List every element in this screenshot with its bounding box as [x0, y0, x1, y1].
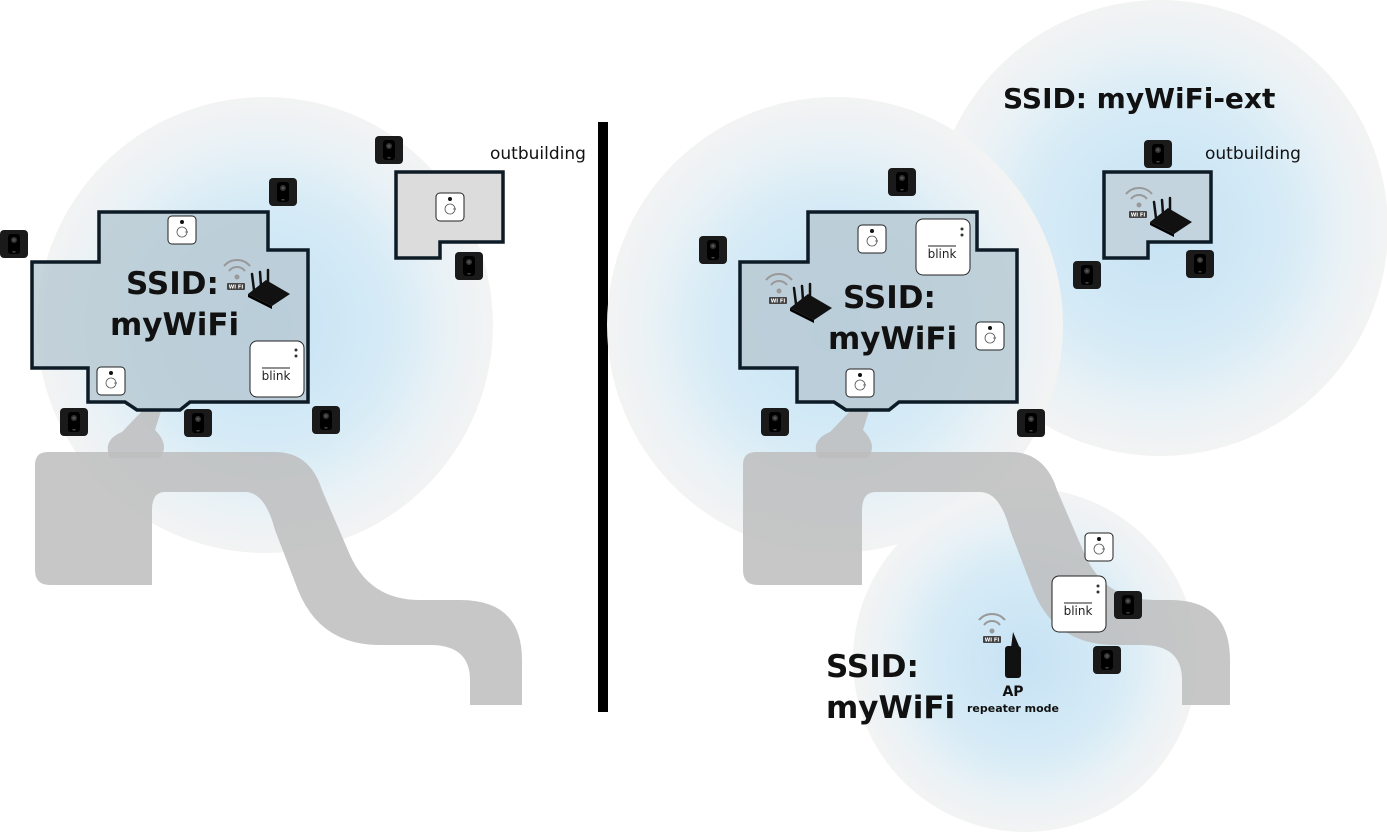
outbuilding-label: outbuilding [1205, 144, 1301, 164]
driveway [743, 452, 1230, 705]
house-outline [30, 210, 310, 412]
outdoor-camera-icon [761, 408, 789, 436]
walkway [815, 408, 872, 458]
outdoor-camera-icon [1073, 261, 1101, 289]
outbuilding-outline [1102, 170, 1213, 260]
ssid-ext-label: SSID: myWiFi-ext [1003, 82, 1275, 115]
outdoor-camera-icon [699, 236, 727, 264]
sync-module-icon: blink [1051, 575, 1107, 633]
ap-ssid-line2: myWiFi [826, 690, 955, 726]
svg-text:blink: blink [928, 247, 957, 261]
sync-module-icon: blink [249, 340, 305, 398]
ssid-label-line1: SSID: [126, 266, 219, 302]
coverage-area-repeater [853, 488, 1197, 832]
divider [598, 122, 608, 712]
indoor-camera-icon [857, 224, 887, 254]
indoor-camera-icon [1084, 532, 1114, 562]
outdoor-camera-icon [1144, 140, 1172, 168]
outdoor-camera-icon [0, 230, 28, 258]
outdoor-camera-icon [1186, 250, 1214, 278]
outdoor-camera-icon [184, 409, 212, 437]
indoor-camera-icon [435, 192, 465, 222]
indoor-camera-icon [167, 215, 197, 245]
outdoor-camera-icon [375, 136, 403, 164]
ssid-label-line2: myWiFi [110, 307, 239, 343]
svg-text:blink: blink [262, 369, 291, 383]
ap-label: AP [1002, 684, 1023, 700]
driveway [35, 452, 522, 705]
svg-text:blink: blink [1064, 604, 1093, 618]
indoor-camera-icon [975, 321, 1005, 351]
outdoor-camera-icon [312, 406, 340, 434]
outdoor-camera-icon [1114, 591, 1142, 619]
left-diagram: SSID: myWiFi blink outbuilding [0, 97, 586, 705]
outdoor-camera-icon [60, 408, 88, 436]
outdoor-camera-icon [1093, 646, 1121, 674]
svg-text:WI FI: WI FI [985, 638, 1000, 644]
indoor-camera-icon [845, 368, 875, 398]
outdoor-camera-icon [1017, 409, 1045, 437]
indoor-camera-icon [96, 366, 126, 396]
outbuilding-label: outbuilding [490, 144, 586, 164]
ap-ssid-line1: SSID: [826, 649, 919, 685]
ssid-label-line1: SSID: [843, 280, 936, 316]
access-point-icon: WI FI [978, 613, 1021, 678]
outdoor-camera-icon [455, 252, 483, 280]
outdoor-camera-icon [888, 168, 916, 196]
ap-mode-label: repeater mode [967, 702, 1059, 715]
ssid-label-line2: myWiFi [828, 321, 957, 357]
outdoor-camera-icon [269, 178, 297, 206]
walkway [107, 408, 164, 458]
right-diagram: SSID: myWiFi blink SSID: myWiFi-ext outb… [607, 0, 1387, 832]
sync-module-icon: blink [915, 218, 971, 276]
